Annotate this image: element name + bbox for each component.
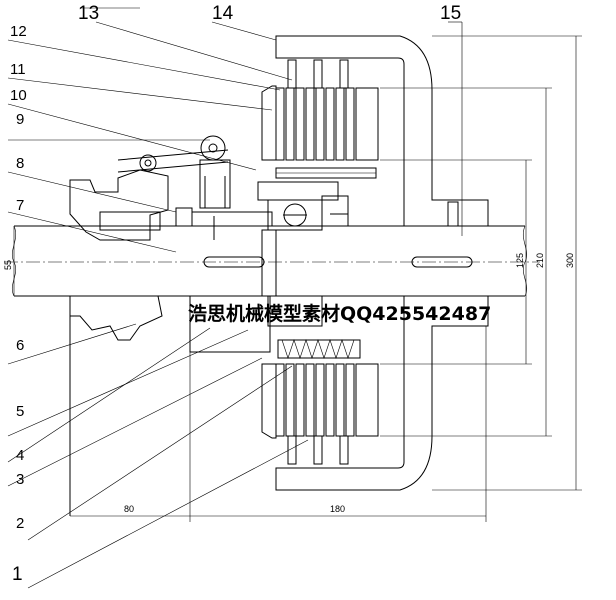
label-part-1: 1 bbox=[12, 564, 23, 585]
dimension-lines bbox=[13, 35, 582, 522]
dim-80: 80 bbox=[124, 504, 134, 514]
shaft bbox=[4, 225, 540, 297]
label-part-8: 8 bbox=[16, 155, 24, 172]
watermark-text: 浩思机械模型素材QQ425542487 bbox=[188, 302, 491, 325]
label-part-7: 7 bbox=[16, 197, 24, 214]
inner-hub bbox=[321, 195, 349, 227]
friction-disc-pack-top bbox=[261, 59, 379, 179]
label-part-15: 15 bbox=[440, 3, 461, 24]
dim-55: 55 bbox=[3, 260, 13, 270]
label-part-2: 2 bbox=[16, 515, 24, 532]
sliding-collar bbox=[175, 207, 273, 353]
dim-210: 210 bbox=[535, 253, 545, 268]
label-part-3: 3 bbox=[16, 471, 24, 488]
label-part-4: 4 bbox=[16, 447, 24, 464]
leader-lines bbox=[7, 7, 463, 589]
dim-180: 180 bbox=[330, 504, 345, 514]
dim-300: 300 bbox=[565, 253, 575, 268]
label-part-10: 10 bbox=[10, 87, 27, 104]
label-part-12: 12 bbox=[10, 23, 27, 40]
shift-lever bbox=[117, 135, 231, 209]
friction-disc-pack-bottom bbox=[261, 363, 379, 465]
label-part-14: 14 bbox=[212, 3, 234, 24]
dim-125: 125 bbox=[515, 253, 525, 268]
label-part-13: 13 bbox=[78, 3, 99, 24]
outer-drum bbox=[275, 35, 489, 491]
label-part-6: 6 bbox=[16, 337, 24, 354]
label-part-11: 11 bbox=[10, 61, 26, 78]
compression-spring bbox=[277, 339, 361, 359]
label-part-9: 9 bbox=[16, 111, 24, 128]
label-part-5: 5 bbox=[16, 403, 24, 420]
lever-bracket bbox=[69, 169, 169, 516]
